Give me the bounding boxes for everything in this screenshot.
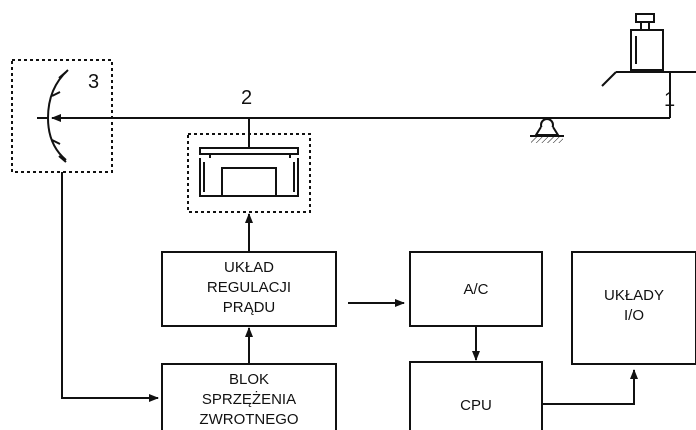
label-1: 1 <box>664 89 675 111</box>
feedback-line <box>61 172 159 402</box>
fulcrum-icon <box>530 118 564 143</box>
cpu-label: CPU <box>460 397 492 414</box>
io-block <box>571 251 696 365</box>
weight-icon <box>630 13 664 71</box>
feedback-line-3: ZWROTNEGO <box>199 411 298 428</box>
arrow-cpu-to-io <box>542 369 638 405</box>
coil-magnet-icon <box>199 147 299 197</box>
indicator-scale-icon <box>37 69 69 163</box>
feedback-line-2: SPRZĘŻENIA <box>202 390 296 408</box>
current-regulator-line-1: UKŁAD <box>224 259 274 276</box>
feedback-line-1: BLOK <box>229 371 269 388</box>
current-regulator-line-2: REGULACJI <box>207 279 291 296</box>
io-line-2: I/O <box>624 307 644 324</box>
current-regulator-line-3: PRĄDU <box>223 299 276 316</box>
label-2: 2 <box>241 87 252 109</box>
cpu-block <box>409 361 543 430</box>
adc-block <box>409 251 543 327</box>
adc-label: A/C <box>463 281 488 298</box>
feedback-block <box>161 363 337 430</box>
actuator-box <box>187 133 311 213</box>
io-line-1: UKŁADY <box>604 287 664 304</box>
scale-pan <box>601 71 696 118</box>
current-regulator-block <box>161 251 337 327</box>
indicator-box <box>11 59 113 173</box>
label-3: 3 <box>88 71 99 93</box>
